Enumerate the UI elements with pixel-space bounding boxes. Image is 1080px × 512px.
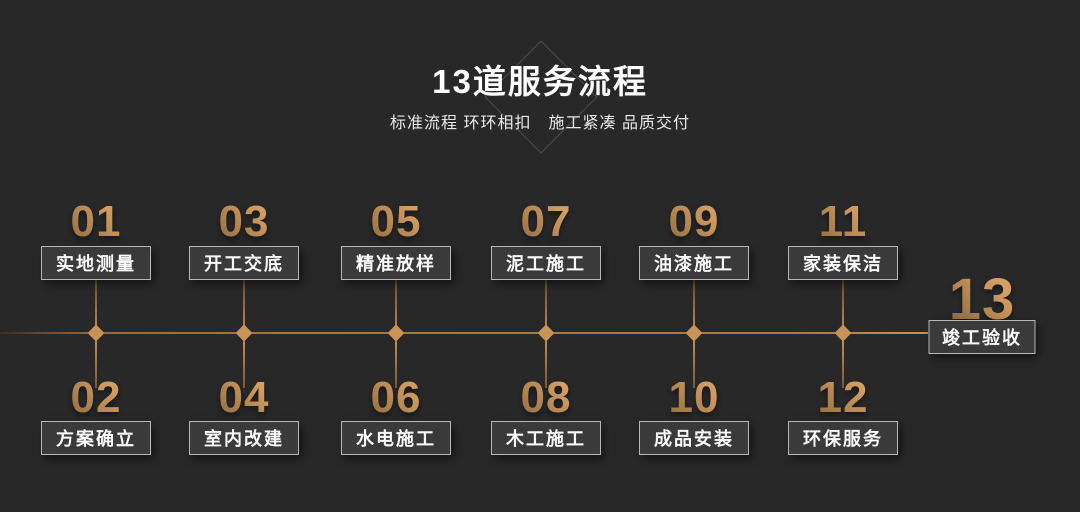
step-number-01: 01 xyxy=(21,198,171,246)
step-label: 成品安装 xyxy=(654,429,734,449)
process-column-6: 11 家装保洁 12 环保服务 xyxy=(768,0,918,512)
timeline-node-diamond-icon xyxy=(685,324,703,342)
step-number-09: 09 xyxy=(619,198,769,246)
step-label: 泥工施工 xyxy=(506,254,586,274)
step-number-06: 06 xyxy=(321,374,471,422)
timeline-node-diamond-icon xyxy=(235,324,253,342)
step-label: 木工施工 xyxy=(506,429,586,449)
step-number-12: 12 xyxy=(768,374,918,422)
step-number-10: 10 xyxy=(619,374,769,422)
timeline-node-diamond-icon xyxy=(387,324,405,342)
step-label-box-08: 木工施工 xyxy=(491,421,601,455)
step-label: 环保服务 xyxy=(803,429,883,449)
step-number-05: 05 xyxy=(321,198,471,246)
step-label: 家装保洁 xyxy=(803,254,883,274)
step-label-box-12: 环保服务 xyxy=(788,421,898,455)
timeline-node-diamond-icon xyxy=(87,324,105,342)
process-column-2: 03 开工交底 04 室内改建 xyxy=(169,0,319,512)
process-column-final: 13 竣工验收 xyxy=(907,0,1057,512)
step-number-03: 03 xyxy=(169,198,319,246)
step-number-08: 08 xyxy=(471,374,621,422)
step-label: 精准放样 xyxy=(356,254,436,274)
process-column-3: 05 精准放样 06 水电施工 xyxy=(321,0,471,512)
step-label: 方案确立 xyxy=(56,429,136,449)
page-subtitle: 标准流程 环环相扣 施工紧凑 品质交付 xyxy=(390,115,690,132)
step-label: 竣工验收 xyxy=(942,328,1022,348)
step-label-box-04: 室内改建 xyxy=(189,421,299,455)
step-label-box-03: 开工交底 xyxy=(189,246,299,280)
step-label-box-09: 油漆施工 xyxy=(639,246,749,280)
process-column-4: 07 泥工施工 08 木工施工 xyxy=(471,0,621,512)
step-label: 室内改建 xyxy=(204,429,284,449)
step-label-box-07: 泥工施工 xyxy=(491,246,601,280)
step-label: 开工交底 xyxy=(204,254,284,274)
step-label-box-11: 家装保洁 xyxy=(788,246,898,280)
process-column-1: 01 实地测量 02 方案确立 xyxy=(21,0,171,512)
step-number-02: 02 xyxy=(21,374,171,422)
timeline-node-diamond-icon xyxy=(537,324,555,342)
step-number-11: 11 xyxy=(768,198,918,246)
step-number-04: 04 xyxy=(169,374,319,422)
step-label-box-01: 实地测量 xyxy=(41,246,151,280)
step-label-box-10: 成品安装 xyxy=(639,421,749,455)
step-number-07: 07 xyxy=(471,198,621,246)
step-label-box-06: 水电施工 xyxy=(341,421,451,455)
step-label: 油漆施工 xyxy=(654,254,734,274)
step-label-box-05: 精准放样 xyxy=(341,246,451,280)
step-label-box-13: 竣工验收 xyxy=(928,320,1036,354)
timeline-node-diamond-icon xyxy=(834,324,852,342)
page-title: 13道服务流程 xyxy=(432,63,648,100)
process-column-5: 09 油漆施工 10 成品安装 xyxy=(619,0,769,512)
step-label: 水电施工 xyxy=(356,429,436,449)
step-label: 实地测量 xyxy=(56,254,136,274)
step-label-box-02: 方案确立 xyxy=(41,421,151,455)
timeline-line xyxy=(0,332,928,334)
step-number-13: 13 xyxy=(907,271,1057,329)
